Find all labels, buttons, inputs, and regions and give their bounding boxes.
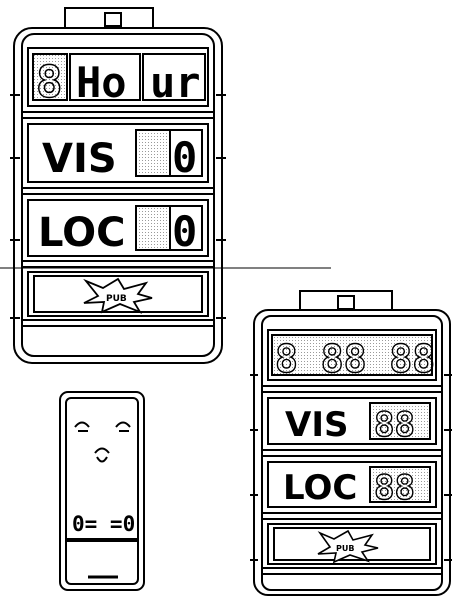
secondary-top-display: 8 88 88 <box>275 337 435 381</box>
local-panel <box>27 199 209 257</box>
top-display-word-a: Ho <box>76 58 127 107</box>
burst-icon: PUB <box>317 529 379 564</box>
local-label: LOC <box>38 210 125 256</box>
top-display-word-b: ur <box>150 58 201 107</box>
secondary-burst-text: PUB <box>336 544 354 553</box>
bulb-icon <box>94 447 110 463</box>
remote-control <box>59 391 145 591</box>
secondary-visitor-score: 88 <box>374 405 415 445</box>
secondary-local-score: 88 <box>374 468 415 508</box>
visitor-score: 0 <box>172 133 197 182</box>
top-display-digit: 8 <box>36 57 63 108</box>
bulb-icon <box>74 421 90 432</box>
remote-display: 0= =0 <box>72 512 135 536</box>
secondary-visitor-label: VIS <box>285 405 348 445</box>
visitor-label: VIS <box>42 136 117 182</box>
visitor-panel <box>27 123 209 183</box>
secondary-local-label: LOC <box>283 468 357 508</box>
burst-text: PUB <box>106 294 127 304</box>
burst-icon: PUB <box>83 277 153 314</box>
local-score: 0 <box>172 207 197 256</box>
bulb-icon <box>115 421 131 432</box>
